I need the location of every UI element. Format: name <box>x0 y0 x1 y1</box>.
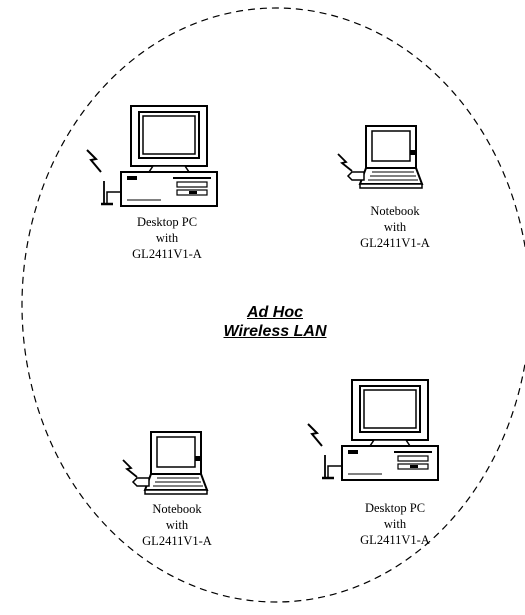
network-title-line2: Wireless LAN <box>223 323 327 340</box>
node-adapter: GL2411V1-A <box>132 247 202 261</box>
notebook-icon <box>337 125 423 189</box>
node-device: Desktop PC <box>364 501 426 515</box>
node-adapter: GL2411V1-A <box>360 533 430 547</box>
node-adapter: GL2411V1-A <box>360 236 430 250</box>
desktop-pc-icon <box>85 104 219 208</box>
network-label: Ad Hoc Wireless LAN <box>180 303 370 341</box>
network-title-line1: Ad Hoc <box>247 304 303 321</box>
node-caption-notebook-bottom: Notebook with GL2411V1-A <box>122 501 232 549</box>
node-connector: with <box>155 231 179 245</box>
network-boundary <box>21 7 525 603</box>
desktop-pc-icon <box>306 378 440 482</box>
node-caption-desktop-bottom: Desktop PC with GL2411V1-A <box>340 500 450 548</box>
node-connector: with <box>165 518 189 532</box>
node-device: Notebook <box>152 502 202 516</box>
node-device: Notebook <box>370 204 420 218</box>
node-device: Desktop PC <box>136 215 198 229</box>
notebook-icon <box>122 431 208 495</box>
node-connector: with <box>383 517 407 531</box>
node-caption-notebook-top: Notebook with GL2411V1-A <box>340 203 450 251</box>
node-connector: with <box>383 220 407 234</box>
node-adapter: GL2411V1-A <box>142 534 212 548</box>
node-caption-desktop-top: Desktop PC with GL2411V1-A <box>112 214 222 262</box>
